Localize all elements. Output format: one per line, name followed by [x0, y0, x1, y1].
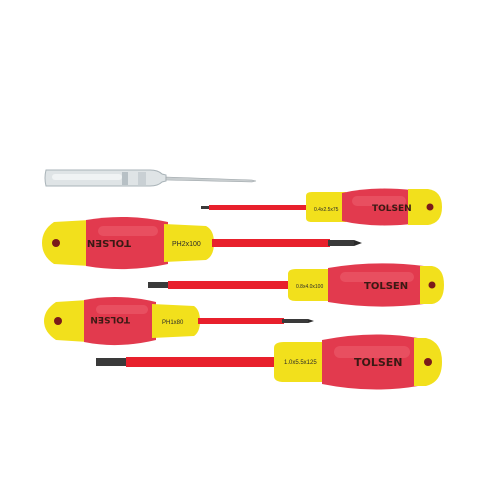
size-label: 1.0x5.5x125	[284, 360, 317, 366]
size-label: PH2x100	[172, 241, 201, 248]
size-label: 0.4x2.5x75	[314, 207, 339, 213]
screwdriver-slotted-small: 0.4x2.5x75 TOLSEN	[201, 188, 442, 226]
screwdriver-slotted-medium: 0.8x4.0x100 TOLSEN	[148, 263, 444, 307]
brand-label: TOLSEN	[90, 314, 130, 324]
screwdriver-phillips-ph2: TOLSEN PH2x100	[42, 216, 362, 270]
brand-label: TOLSEN	[372, 204, 412, 214]
brand-label: TOLSEN	[354, 356, 403, 369]
voltage-tester-pen	[44, 169, 257, 187]
brand-label: TOLSEN	[87, 237, 131, 248]
screwdriver-slotted-large: 1.0x5.5x125 TOLSEN	[96, 334, 442, 390]
brand-label: TOLSEN	[364, 281, 408, 292]
size-label: 0.8x4.0x100	[296, 284, 323, 290]
size-label: PH1x80	[162, 320, 184, 326]
screwdriver-phillips-ph1: TOLSEN PH1x80	[44, 296, 314, 346]
